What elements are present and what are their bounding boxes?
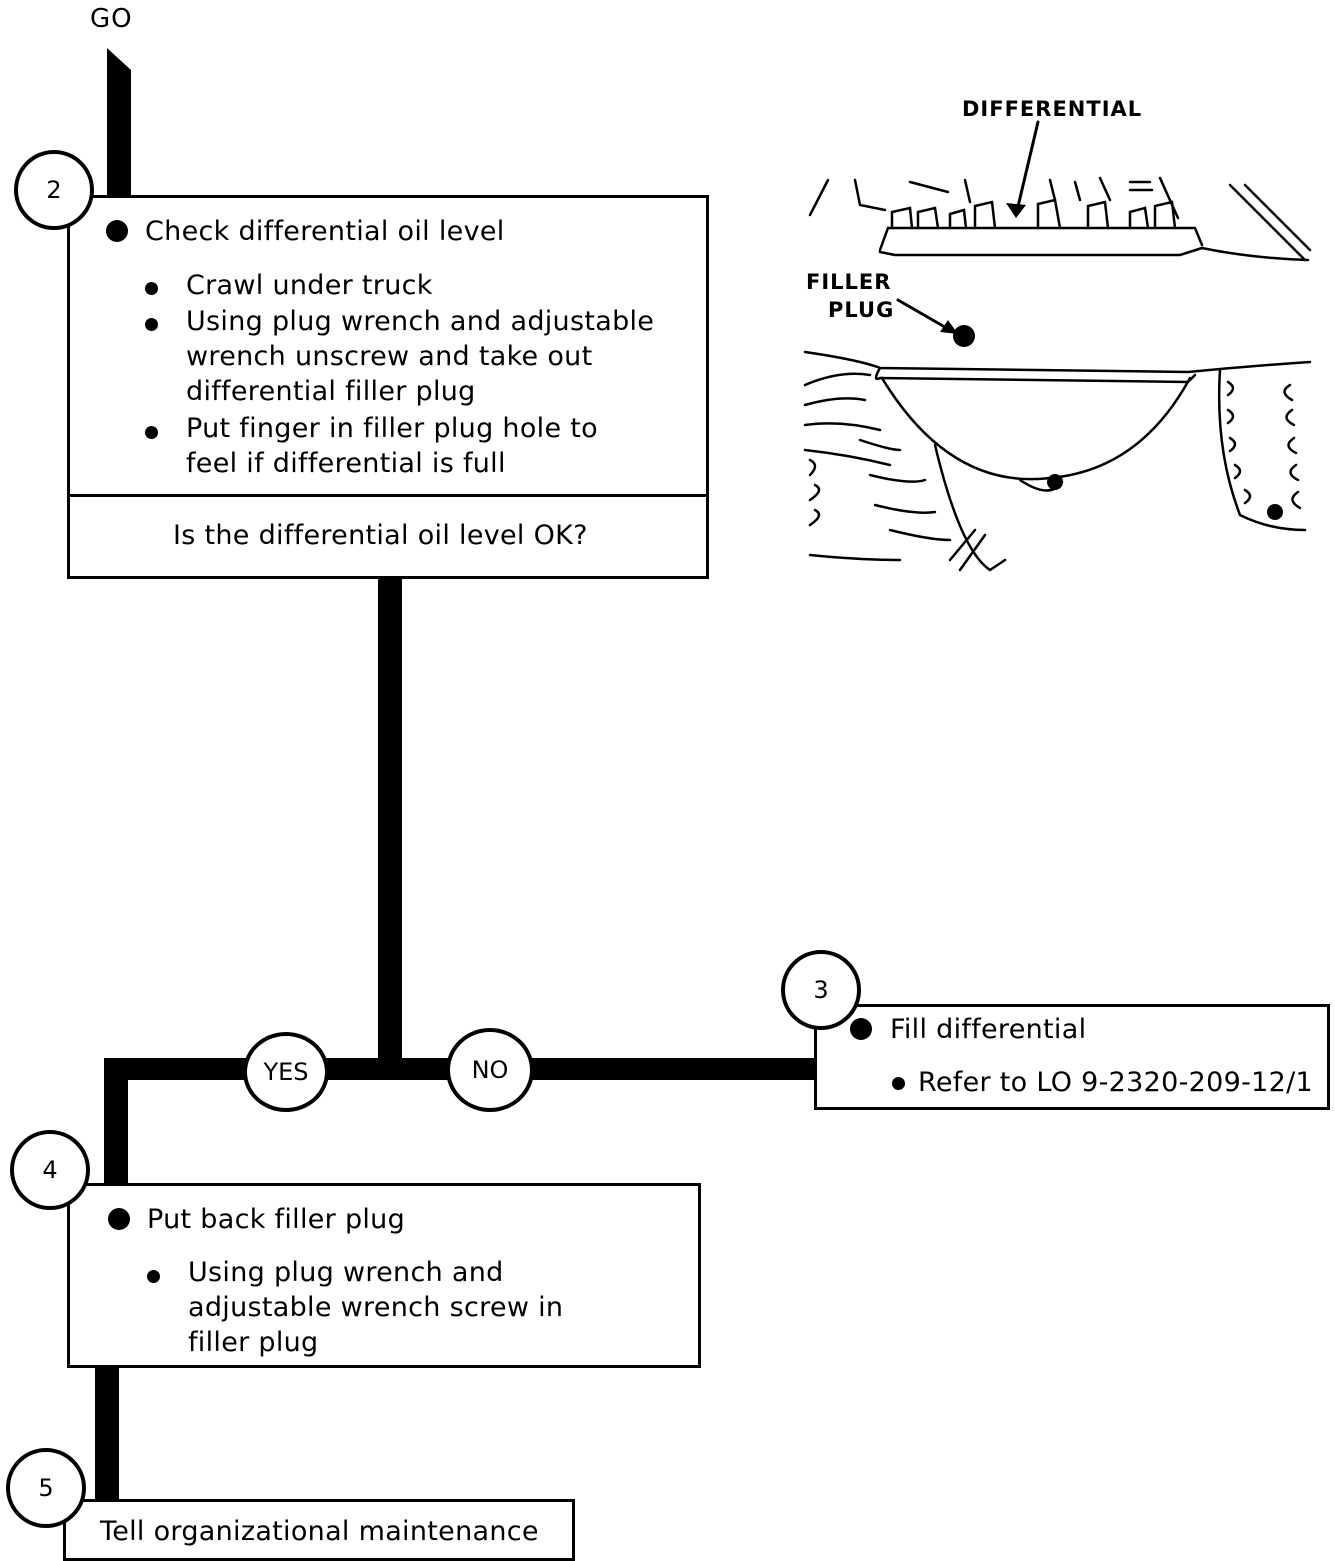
step2-substep1-bullet	[145, 282, 158, 295]
step3-title-bullet	[850, 1018, 872, 1040]
step3-substep: Refer to LO 9-2320-209-12/1	[918, 1067, 1313, 1098]
step5-box	[63, 1499, 575, 1561]
step2-title: Check differential oil level	[145, 216, 505, 247]
step2-number-badge: 2	[14, 150, 94, 230]
step3-title: Fill differential	[890, 1014, 1087, 1045]
step5-number: 5	[38, 1474, 54, 1502]
connector-step2-to-branch	[378, 575, 402, 1065]
branch-yes-badge: YES	[243, 1032, 329, 1112]
step5-number-badge: 5	[6, 1448, 86, 1528]
step2-substep3-bullet	[145, 426, 158, 439]
step2-substep2-line1: Using plug wrench and adjustable	[186, 306, 655, 337]
step4-number-badge: 4	[10, 1130, 90, 1210]
branch-no-label: NO	[471, 1056, 509, 1084]
step4-number: 4	[42, 1156, 58, 1184]
connector-branch-to-step4	[104, 1058, 128, 1188]
step3-number-badge: 3	[781, 950, 861, 1030]
step2-substep2-line3: differential filler plug	[186, 376, 476, 407]
step2-box	[67, 195, 709, 579]
step2-divider	[70, 494, 706, 497]
go-line-top	[107, 48, 131, 208]
branch-yes-label: YES	[263, 1058, 309, 1086]
step4-substep1-line1: Using plug wrench and	[188, 1257, 504, 1288]
filler-plug-label-line2: PLUG	[828, 298, 895, 322]
step2-substep3-line2: feel if differential is full	[186, 448, 506, 479]
step3-number: 3	[813, 976, 829, 1004]
step2-question: Is the differential oil level OK?	[173, 520, 588, 551]
step2-number: 2	[46, 176, 62, 204]
step3-substep-bullet	[892, 1077, 905, 1090]
step4-substep1-line3: filler plug	[188, 1327, 319, 1358]
step4-title: Put back filler plug	[147, 1204, 406, 1235]
step4-substep1-line2: adjustable wrench screw in	[188, 1292, 564, 1323]
connector-step4-to-step5	[95, 1365, 119, 1505]
differential-illustration	[803, 120, 1312, 572]
go-label: GO	[90, 4, 133, 34]
step4-title-bullet	[108, 1208, 130, 1230]
filler-plug-label-line1: FILLER	[806, 270, 892, 294]
step4-substep1-bullet	[147, 1270, 160, 1283]
step3-box	[814, 1004, 1330, 1110]
branch-no-badge: NO	[446, 1028, 534, 1112]
step4-box	[67, 1183, 701, 1368]
step2-substep2-line2: wrench unscrew and take out	[186, 341, 593, 372]
step2-substep3-line1: Put finger in filler plug hole to	[186, 413, 598, 444]
step2-substep2-bullet	[145, 318, 158, 331]
differential-label: DIFFERENTIAL	[962, 97, 1143, 121]
step5-title: Tell organizational maintenance	[100, 1516, 539, 1547]
step2-title-bullet	[106, 220, 128, 242]
step2-substep1-line1: Crawl under truck	[186, 270, 433, 301]
